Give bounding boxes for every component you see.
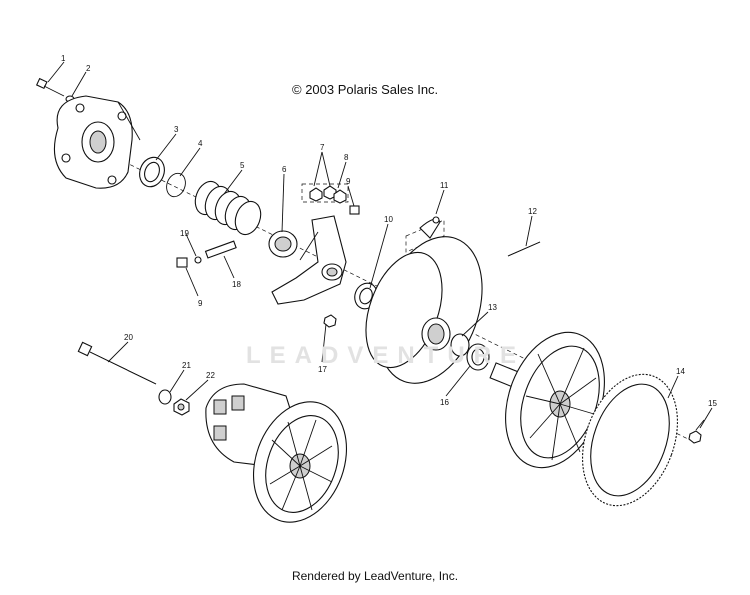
callout-8: 8 <box>344 153 349 162</box>
callout-2: 2 <box>86 64 91 73</box>
part-spring-5 <box>194 180 262 236</box>
callout-14: 14 <box>676 367 685 376</box>
footer-credit: Rendered by LeadVenture, Inc. <box>291 569 459 583</box>
part-nut-22 <box>173 398 190 416</box>
part-snap-ring-4 <box>166 172 186 198</box>
part-9-lower <box>176 257 188 268</box>
part-bolt-1 <box>35 77 65 97</box>
part-bushing-6 <box>268 230 298 258</box>
callout-21: 21 <box>182 361 191 370</box>
callout-18: 18 <box>232 280 241 289</box>
callout-12: 12 <box>528 207 537 216</box>
part-9-upper <box>349 205 360 215</box>
part-pin-12 <box>507 241 541 257</box>
callout-labels: 1 2 3 4 5 6 7 8 9 9 10 11 12 13 14 15 16… <box>61 54 717 408</box>
part-long-bolt-20 <box>77 341 157 385</box>
part-nut-17 <box>323 314 337 328</box>
callout-3: 3 <box>174 125 179 134</box>
callout-17: 17 <box>318 365 327 374</box>
callout-15: 15 <box>708 399 717 408</box>
part-nuts-7-8 <box>301 183 349 204</box>
part-sheave-right <box>489 331 605 469</box>
callout-9-upper: 9 <box>346 177 351 186</box>
part-pin-18 <box>204 240 237 259</box>
callout-4: 4 <box>198 139 203 148</box>
part-ring-13 <box>450 333 470 357</box>
callout-19: 19 <box>180 229 189 238</box>
part-ring-gear-14 <box>582 373 678 507</box>
copyright-text: © 2003 Polaris Sales Inc. <box>292 82 439 97</box>
watermark: LEADVENTURE <box>246 342 526 369</box>
part-drive-clutch <box>205 383 348 523</box>
part-sheave-center <box>365 236 483 384</box>
part-ring-16 <box>466 343 490 371</box>
part-ring-3 <box>139 156 165 188</box>
part-cover-plate <box>53 95 141 189</box>
part-ball-19 <box>194 256 202 264</box>
callout-22: 22 <box>206 371 215 380</box>
part-washer-21 <box>158 389 172 405</box>
callout-5: 5 <box>240 161 245 170</box>
part-11 <box>405 216 445 253</box>
callout-20: 20 <box>124 333 133 342</box>
part-bolt-15 <box>688 419 705 444</box>
callout-9-lower: 9 <box>198 299 203 308</box>
callout-10: 10 <box>384 215 393 224</box>
callout-6: 6 <box>282 165 287 174</box>
callout-13: 13 <box>488 303 497 312</box>
callout-7: 7 <box>320 143 325 152</box>
callout-16: 16 <box>440 398 449 407</box>
callout-11: 11 <box>440 181 449 190</box>
leader-lines <box>47 61 713 429</box>
callout-1: 1 <box>61 54 66 63</box>
part-spider-arm <box>271 215 347 305</box>
